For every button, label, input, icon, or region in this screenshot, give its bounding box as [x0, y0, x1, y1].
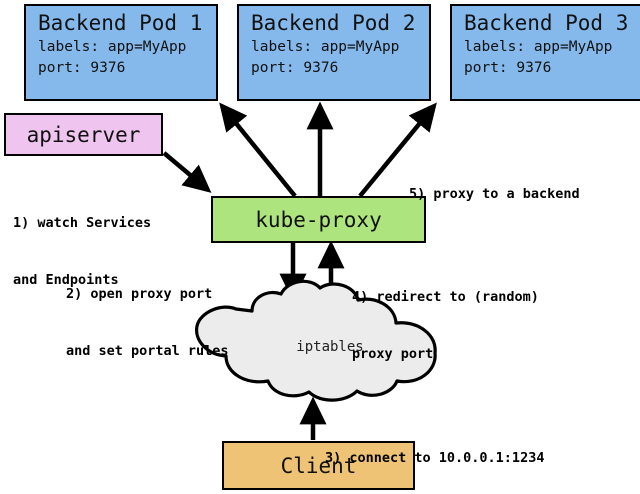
step-5-label: 5) proxy to a backend: [409, 147, 580, 242]
step-4-line-1: 4) redirect to (random): [352, 289, 539, 305]
step-1-label: 1) watch Services and Endpoints: [13, 176, 151, 328]
kube-proxy-box[interactable]: kube-proxy: [211, 196, 426, 243]
step-1-line-2: and Endpoints: [13, 272, 119, 288]
step-3-line-1: 3) connect to 10.0.0.1:1234: [325, 450, 545, 466]
step-5-line-1: 5) proxy to a backend: [409, 186, 580, 202]
step-2-line-1: 2) open proxy port: [66, 286, 213, 302]
backend-pod-2-box[interactable]: Backend Pod 2 labels: app=MyApp port: 93…: [237, 4, 431, 101]
step-1-line-1: 1) watch Services: [13, 215, 152, 231]
backend-pod-3-port: port: 9376: [464, 60, 552, 76]
edge-kubeproxy-to-pod1: [219, 102, 297, 198]
client-box[interactable]: Client: [222, 441, 415, 490]
backend-pod-3-labels: labels: app=MyApp: [464, 39, 613, 55]
apiserver-title: apiserver: [26, 122, 141, 147]
apiserver-box[interactable]: apiserver: [4, 113, 163, 156]
step-4-label: 4) redirect to (random) proxy port: [352, 250, 539, 402]
backend-pod-1-labels: labels: app=MyApp: [38, 39, 187, 55]
backend-pod-3-title: Backend Pod 3: [464, 11, 629, 35]
backend-pod-1-box[interactable]: Backend Pod 1 labels: app=MyApp port: 93…: [24, 4, 218, 101]
backend-pod-1-port: port: 9376: [38, 60, 126, 76]
kube-proxy-title: kube-proxy: [255, 207, 382, 232]
iptables-label: iptables: [296, 339, 364, 355]
backend-pod-2-port: port: 9376: [251, 60, 339, 76]
step-2-line-2: and set portal rules: [66, 343, 229, 359]
backend-pod-2-title: Backend Pod 2: [251, 11, 416, 35]
backend-pod-2-labels: labels: app=MyApp: [251, 39, 400, 55]
edge-apiserver-to-kubeproxy: [162, 151, 212, 193]
backend-pod-1-title: Backend Pod 1: [38, 11, 203, 35]
step-2-label: 2) open proxy port and set portal rules: [66, 247, 229, 399]
backend-pod-3-box[interactable]: Backend Pod 3 labels: app=MyApp port: 93…: [450, 4, 640, 101]
step-4-line-2: proxy port: [352, 346, 434, 362]
step-3-label: 3) connect to 10.0.0.1:1234: [325, 411, 544, 494]
client-title: Client: [280, 453, 357, 478]
